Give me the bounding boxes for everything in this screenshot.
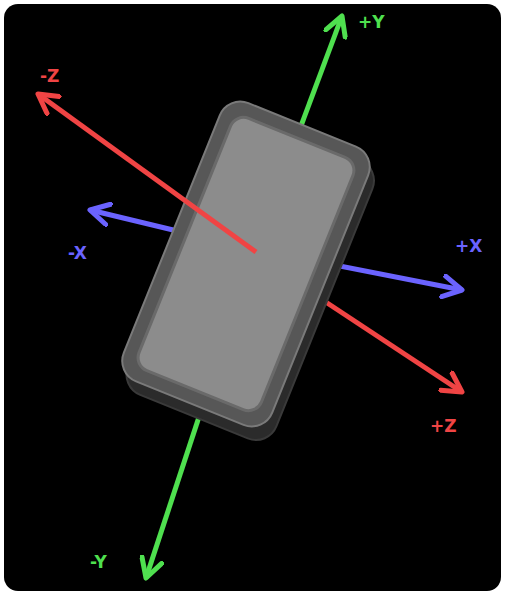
background-panel: [4, 4, 501, 591]
z-axis-negative: [38, 94, 256, 252]
axis-label: -Y: [90, 552, 107, 572]
axis-label: +Y: [358, 12, 385, 32]
axis-label: -Z: [40, 66, 59, 86]
axis-label: +Z: [430, 416, 457, 436]
axis-label: -X: [68, 243, 87, 263]
phone-device: [112, 95, 385, 447]
axis-label: +X: [455, 236, 482, 256]
